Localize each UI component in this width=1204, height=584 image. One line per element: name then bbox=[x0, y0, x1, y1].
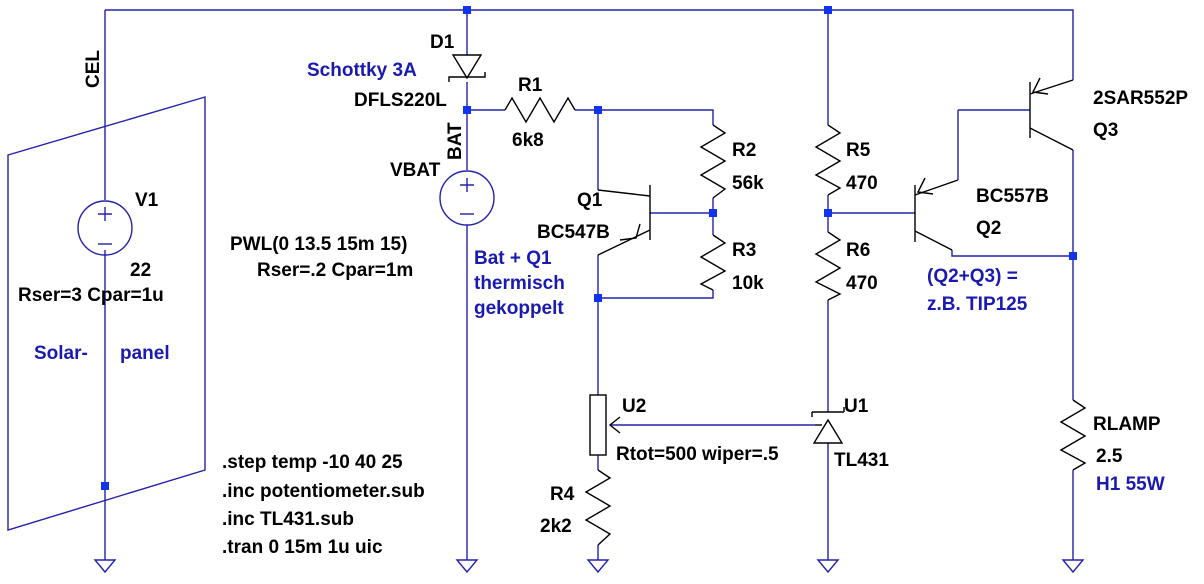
r4-value: 2k2 bbox=[540, 516, 572, 537]
vbat-source bbox=[439, 170, 495, 226]
d1-schottky-diode bbox=[448, 54, 486, 82]
q2-ref: Q2 bbox=[976, 218, 1001, 239]
wires bbox=[104, 9, 1074, 560]
rlamp-value: 2.5 bbox=[1096, 446, 1123, 467]
u1-tl431 bbox=[811, 407, 845, 444]
r3-ref: R3 bbox=[732, 240, 756, 261]
q1-note-2: thermisch bbox=[474, 273, 565, 294]
r2-value: 56k bbox=[732, 173, 764, 194]
solar-panel-outline bbox=[7, 96, 206, 531]
directive-tran: .tran 0 15m 1u uic bbox=[222, 537, 383, 558]
u2-potentiometer bbox=[589, 394, 621, 456]
ground-symbols bbox=[93, 559, 1085, 574]
r4-resistor bbox=[584, 469, 612, 546]
cel-net-label: CEL bbox=[83, 50, 104, 88]
r6-ref: R6 bbox=[846, 240, 870, 261]
q1-npn-transistor bbox=[597, 185, 651, 256]
u1-part: TL431 bbox=[834, 450, 889, 471]
solar-label-2: panel bbox=[120, 343, 170, 364]
q3-ref: Q3 bbox=[1093, 120, 1118, 141]
v1-source bbox=[77, 200, 133, 256]
q1-note-1: Bat + Q1 bbox=[474, 248, 552, 269]
directive-inc-tl431: .inc TL431.sub bbox=[222, 509, 354, 530]
q2-pnp-transistor bbox=[914, 177, 959, 251]
v1-value: 22 bbox=[130, 260, 151, 281]
r2-ref: R2 bbox=[732, 140, 756, 161]
u2-params: Rtot=500 wiper=.5 bbox=[616, 444, 779, 465]
d1-note: Schottky 3A bbox=[307, 60, 417, 81]
r2-resistor bbox=[699, 124, 727, 199]
directive-step: .step temp -10 40 25 bbox=[222, 452, 403, 473]
q3-pnp-transistor bbox=[1029, 77, 1074, 151]
rlamp-ref: RLAMP bbox=[1093, 414, 1161, 435]
vbat-params: Rser=.2 Cpar=1m bbox=[257, 260, 413, 281]
junctions bbox=[101, 6, 1077, 490]
darlington-note-1: (Q2+Q3) = bbox=[927, 266, 1018, 287]
vbat-pwl: PWL(0 13.5 15m 15) bbox=[230, 234, 407, 255]
darlington-note-2: z.B. TIP125 bbox=[927, 294, 1028, 315]
q3-part: 2SAR552P bbox=[1093, 88, 1188, 109]
r5-value: 470 bbox=[846, 173, 878, 194]
vbat-ref: VBAT bbox=[390, 160, 441, 181]
r6-resistor bbox=[814, 231, 842, 301]
r1-resistor bbox=[504, 96, 576, 124]
rlamp-resistor bbox=[1059, 399, 1087, 471]
r1-value: 6k8 bbox=[512, 130, 544, 151]
u2-ref: U2 bbox=[622, 396, 646, 417]
q1-part: BC547B bbox=[537, 222, 610, 243]
r5-resistor bbox=[814, 124, 842, 196]
v1-ref: V1 bbox=[135, 190, 159, 211]
r6-value: 470 bbox=[846, 273, 878, 294]
r4-ref: R4 bbox=[550, 484, 575, 505]
v1-params: Rser=3 Cpar=1u bbox=[18, 285, 164, 306]
r1-ref: R1 bbox=[518, 75, 543, 96]
r3-value: 10k bbox=[732, 273, 764, 294]
r5-ref: R5 bbox=[846, 140, 871, 161]
q1-ref: Q1 bbox=[577, 190, 603, 211]
directive-inc-pot: .inc potentiometer.sub bbox=[222, 481, 425, 502]
q2-part: BC557B bbox=[976, 186, 1049, 207]
solar-label-1: Solar- bbox=[34, 343, 88, 364]
d1-ref: D1 bbox=[430, 32, 455, 53]
rlamp-note: H1 55W bbox=[1096, 474, 1165, 495]
r3-resistor bbox=[699, 234, 727, 291]
d1-part: DFLS220L bbox=[354, 90, 447, 111]
bat-net-label: BAT bbox=[445, 122, 466, 160]
u1-ref: U1 bbox=[844, 396, 869, 417]
q1-note-3: gekoppelt bbox=[474, 298, 564, 319]
